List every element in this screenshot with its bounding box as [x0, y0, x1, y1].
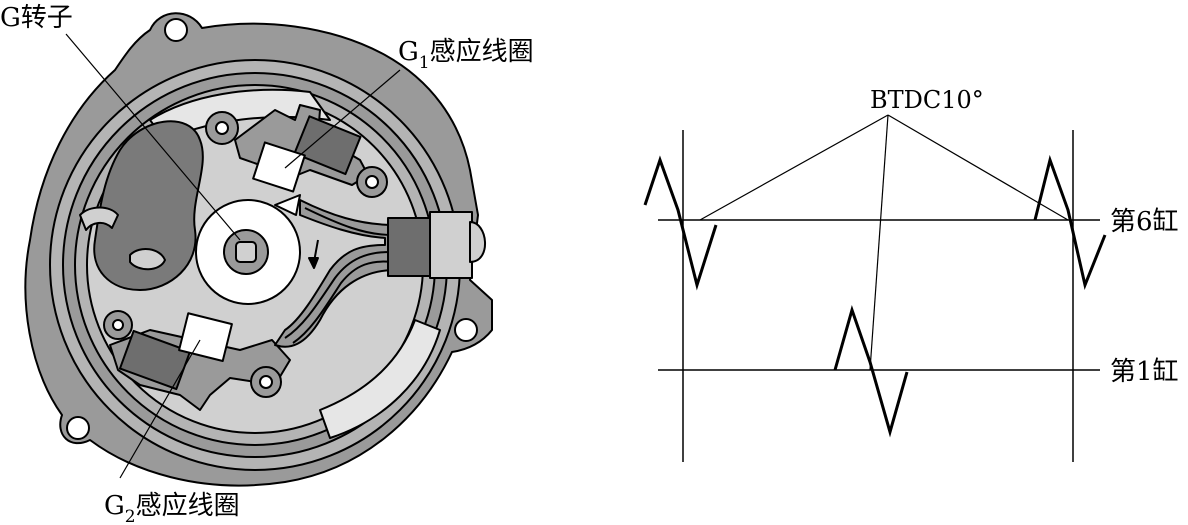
cylinder-1-label: 第1缸: [1110, 357, 1179, 387]
leader-lines: [65, 33, 401, 479]
g2-coil-white: [178, 312, 233, 362]
g1-coil-white: [252, 141, 306, 193]
g2-coil-label: G2感应线圈: [104, 491, 240, 525]
vacuum-lobe-notch: [129, 248, 166, 271]
mount-hole-top: [164, 18, 188, 42]
connector-cap: [469, 221, 486, 263]
g2-subscript: 2: [125, 507, 136, 525]
btdc-line-3: [887, 114, 1069, 221]
rotation-arrowhead-icon: [308, 257, 319, 269]
g2-letter: G: [104, 491, 125, 521]
cylinder-6-label: 第6缸: [1110, 207, 1179, 237]
g2-leader: [119, 339, 201, 479]
distributor-assembly: [24, 12, 493, 487]
g1-coil-label: G1感应线圈: [398, 37, 534, 73]
rotor-shaft-slot: [235, 241, 257, 263]
wire-line-3: [292, 260, 393, 344]
waveform-diagram: [643, 114, 1107, 462]
cyl6-pulse-left: [643, 155, 718, 291]
rotor-tooth: [274, 194, 301, 216]
g1-leader: [284, 69, 401, 169]
btdc-label: BTDC10°: [870, 86, 984, 114]
rotor-label: G转子: [0, 3, 73, 33]
g1-text: 感应线圈: [430, 37, 534, 67]
mount-hole-bottom: [66, 416, 90, 440]
g1-coil: [293, 115, 362, 176]
g2-coil-assembly: [103, 310, 291, 411]
g1-letter: G: [398, 37, 419, 67]
wire-clip-left: [79, 206, 119, 231]
g1-subscript: 1: [419, 53, 430, 73]
g1-coil-assembly: [205, 104, 388, 198]
mount-hole-right: [454, 318, 478, 342]
plate-facet-top: [149, 88, 331, 141]
connector-body: [387, 217, 434, 277]
g2-coil: [118, 329, 192, 391]
wire-line-1: [304, 207, 393, 236]
wire-line-2: [284, 251, 391, 339]
cyl6-pulse-right: [1033, 154, 1107, 291]
connector-housing: [429, 211, 473, 279]
plate-facet-bottom: [319, 319, 441, 439]
btdc-line-2: [869, 114, 889, 371]
rotor-leader: [65, 33, 241, 241]
g2-text: 感应线圈: [136, 491, 240, 521]
btdc-line-1: [699, 114, 889, 221]
cyl1-pulse: [833, 305, 909, 438]
